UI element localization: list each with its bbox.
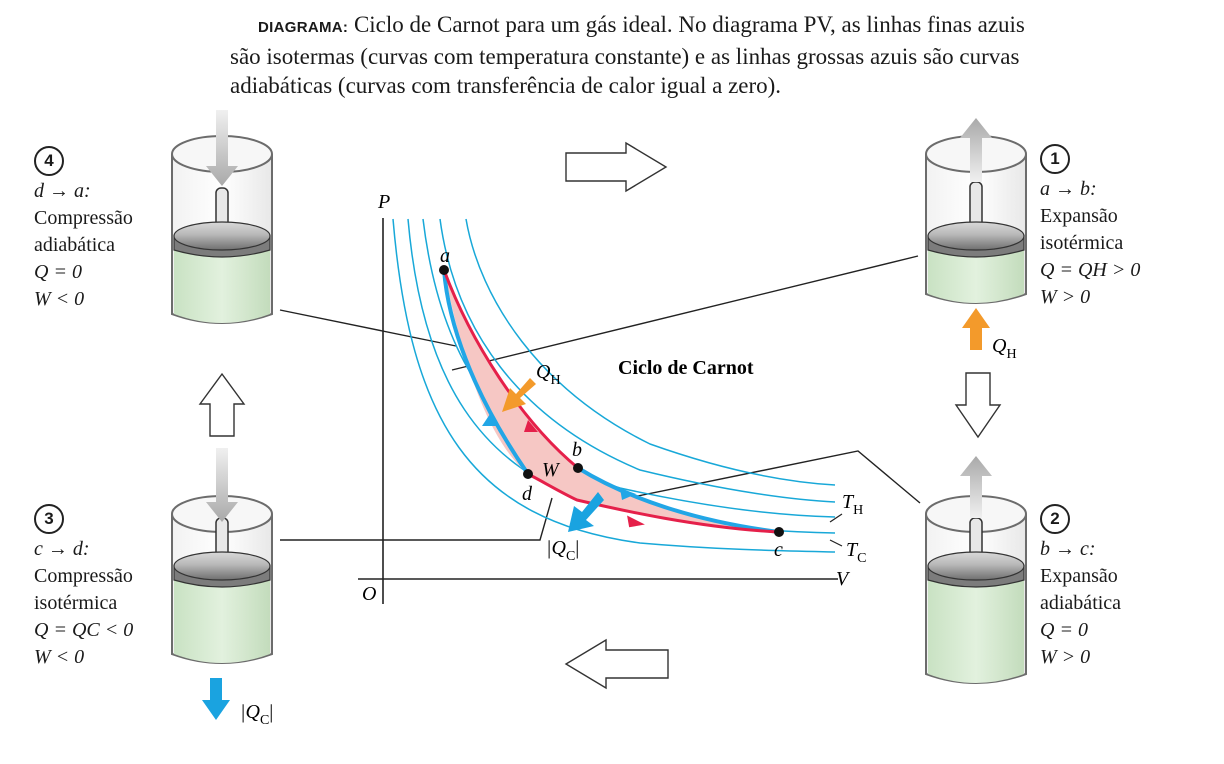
stage-3-number: 3	[34, 504, 64, 534]
pv-graph: P V O Ciclo de Carnot a b c d W QH |QC| …	[358, 191, 866, 605]
stage-3-heat: Q = QC < 0	[34, 619, 134, 641]
adiabat-bc	[576, 466, 780, 534]
stage-3-label: 3 c → d: Compressão isotérmica Q = QC < …	[34, 504, 133, 671]
stage-3-name-1: Compressão	[34, 565, 133, 587]
isotherm-th	[439, 218, 836, 503]
axis-v-label: V	[836, 568, 851, 590]
process-ab	[442, 269, 579, 470]
graph-title: Ciclo de Carnot	[618, 357, 754, 379]
origin-label: O	[362, 583, 376, 605]
stage-1-work: W > 0	[1040, 286, 1091, 308]
arrowhead-ab	[524, 420, 538, 432]
point-b-label: b	[572, 439, 582, 461]
heat-out-arrow-icon	[568, 492, 604, 532]
caption-line-2: são isotermas (curvas com temperatura co…	[230, 44, 1020, 69]
arrowhead-cd	[627, 515, 645, 528]
stage-3-name-2: isotérmica	[34, 592, 118, 614]
stage-4-label: 4 d → a: Compressão adiabática Q = 0 W <…	[34, 146, 133, 313]
stage-1-heat-label: QH	[992, 335, 1017, 362]
tc-label: TC	[846, 539, 866, 566]
stage-4-work: W < 0	[34, 288, 85, 310]
point-d-dot	[523, 469, 533, 479]
isotherm-5	[465, 218, 836, 486]
point-d-label: d	[522, 483, 533, 505]
piston-icon	[927, 551, 1025, 581]
stage-4-heat: Q = 0	[34, 261, 82, 283]
process-cd	[527, 472, 780, 534]
caption-tag: DIAGRAMA:	[258, 19, 349, 36]
point-c-label: c	[774, 539, 783, 561]
point-b-dot	[573, 463, 583, 473]
stage-3-work: W < 0	[34, 646, 85, 668]
stage-4-process: d → a:	[34, 180, 91, 202]
push-down-arrow-icon	[206, 110, 238, 186]
point-a-dot	[439, 265, 449, 275]
stage-1-name-1: Expansão	[1040, 205, 1118, 227]
heat-in-icon	[962, 308, 990, 350]
stage-2-name-1: Expansão	[1040, 565, 1118, 587]
caption-line-1: Ciclo de Carnot para um gás ideal. No di…	[353, 12, 1025, 37]
connector-stage-4	[279, 309, 457, 347]
cylinder-stage-3: |QC|	[171, 448, 273, 728]
stage-4-number: 4	[34, 146, 64, 176]
gas-icon	[928, 250, 1024, 303]
gas-icon	[174, 580, 270, 663]
stage-2-process: b → c:	[1040, 538, 1096, 560]
adiabat-da	[442, 269, 530, 476]
stage-1-label: 1 a → b: Expansão isotérmica Q = QH > 0 …	[1040, 144, 1140, 311]
point-a-label: a	[440, 245, 450, 267]
work-label: W	[542, 459, 561, 481]
stage-1-process: a → b:	[1040, 178, 1097, 200]
qh-graph-label: QH	[536, 361, 561, 388]
stage-4-name-2: adiabática	[34, 234, 116, 256]
push-up-arrow-icon	[960, 456, 992, 518]
gas-icon	[928, 580, 1024, 683]
gas-icon	[174, 250, 270, 323]
connector-stage-1	[451, 255, 919, 371]
stage-2-name-2: adiabática	[1040, 592, 1122, 614]
axis-p-label: P	[377, 191, 390, 213]
arrowhead-da	[482, 414, 496, 426]
cylinder-stage-2	[925, 456, 1027, 684]
piston-icon	[927, 221, 1025, 251]
stage-2-work: W > 0	[1040, 646, 1091, 668]
heat-in-arrow-icon	[502, 378, 536, 412]
cylinder-stage-1: QH	[925, 118, 1027, 362]
cycle-area	[444, 270, 779, 532]
arrow-down-icon	[954, 372, 1002, 439]
stage-2-number: 2	[1040, 504, 1070, 534]
stage-3-heat-label: |QC|	[240, 701, 273, 728]
qc-graph-label: |QC|	[546, 537, 579, 564]
caption: DIAGRAMA: Ciclo de Carnot para um gás id…	[230, 10, 1190, 100]
push-down-arrow-icon	[206, 448, 238, 522]
stage-2-label: 2 b → c: Expansão adiabática Q = 0 W > 0	[1040, 504, 1121, 671]
push-up-arrow-icon	[960, 118, 992, 182]
th-label: TH	[842, 491, 863, 518]
stage-4-name-1: Compressão	[34, 207, 133, 229]
arrow-left-icon	[564, 638, 669, 690]
stage-1-name-2: isotérmica	[1040, 232, 1124, 254]
stage-2-heat: Q = 0	[1040, 619, 1088, 641]
cylinder-stage-4	[171, 110, 273, 324]
heat-out-icon	[202, 678, 230, 720]
caption-line-3: adiabáticas (curvas com transferência de…	[230, 73, 782, 98]
arrow-right-icon	[565, 141, 668, 193]
point-c-dot	[774, 527, 784, 537]
stage-1-number: 1	[1040, 144, 1070, 174]
connector-stage-3	[280, 497, 553, 541]
arrowhead-bc	[620, 488, 636, 500]
piston-icon	[173, 221, 271, 251]
stage-3-process: c → d:	[34, 538, 90, 560]
piston-icon	[173, 551, 271, 581]
arrow-up-icon	[198, 372, 246, 437]
stage-1-heat: Q = QH > 0	[1040, 259, 1141, 281]
